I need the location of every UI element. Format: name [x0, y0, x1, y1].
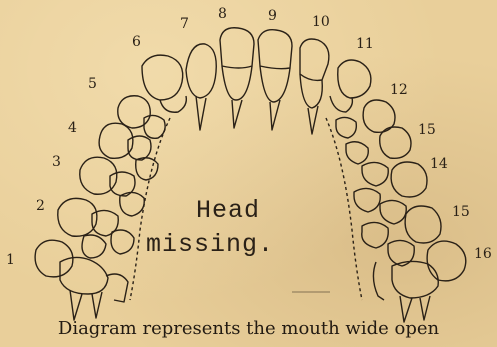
tooth-8: [220, 28, 254, 68]
tooth-number: 4: [68, 120, 77, 136]
tooth-11: [338, 60, 371, 98]
tooth-number: 11: [356, 36, 374, 52]
tooth-number: 6: [132, 34, 141, 50]
tooth-number: 8: [218, 6, 227, 22]
tooth-number: 15: [418, 122, 436, 138]
tooth-number: 7: [180, 16, 189, 32]
tooth-number: 3: [52, 154, 61, 170]
tooth-7: [186, 44, 216, 98]
tooth-number: 9: [268, 8, 277, 24]
diagram-caption: Diagram represents the mouth wide open: [0, 318, 497, 339]
tooth-number: 5: [88, 76, 97, 92]
note-line-2: missing.: [146, 230, 274, 259]
tooth-number: 15: [452, 204, 470, 220]
tooth-5: [118, 96, 150, 128]
tooth-10: [300, 39, 329, 80]
tooth-9: [258, 30, 292, 69]
tooth-number: 12: [390, 82, 408, 98]
tooth-number: 10: [312, 14, 330, 30]
tooth-number: 16: [474, 246, 492, 262]
tooth-2: [58, 198, 97, 236]
tooth-number: 1: [6, 252, 15, 268]
tooth-6: [142, 55, 183, 100]
note-line-1: Head: [196, 196, 260, 225]
tooth-number: 2: [36, 198, 45, 214]
tooth-number: 14: [430, 156, 448, 172]
tooth-14: [391, 162, 427, 197]
tooth-15: [405, 206, 441, 243]
tooth-16: [427, 241, 466, 281]
